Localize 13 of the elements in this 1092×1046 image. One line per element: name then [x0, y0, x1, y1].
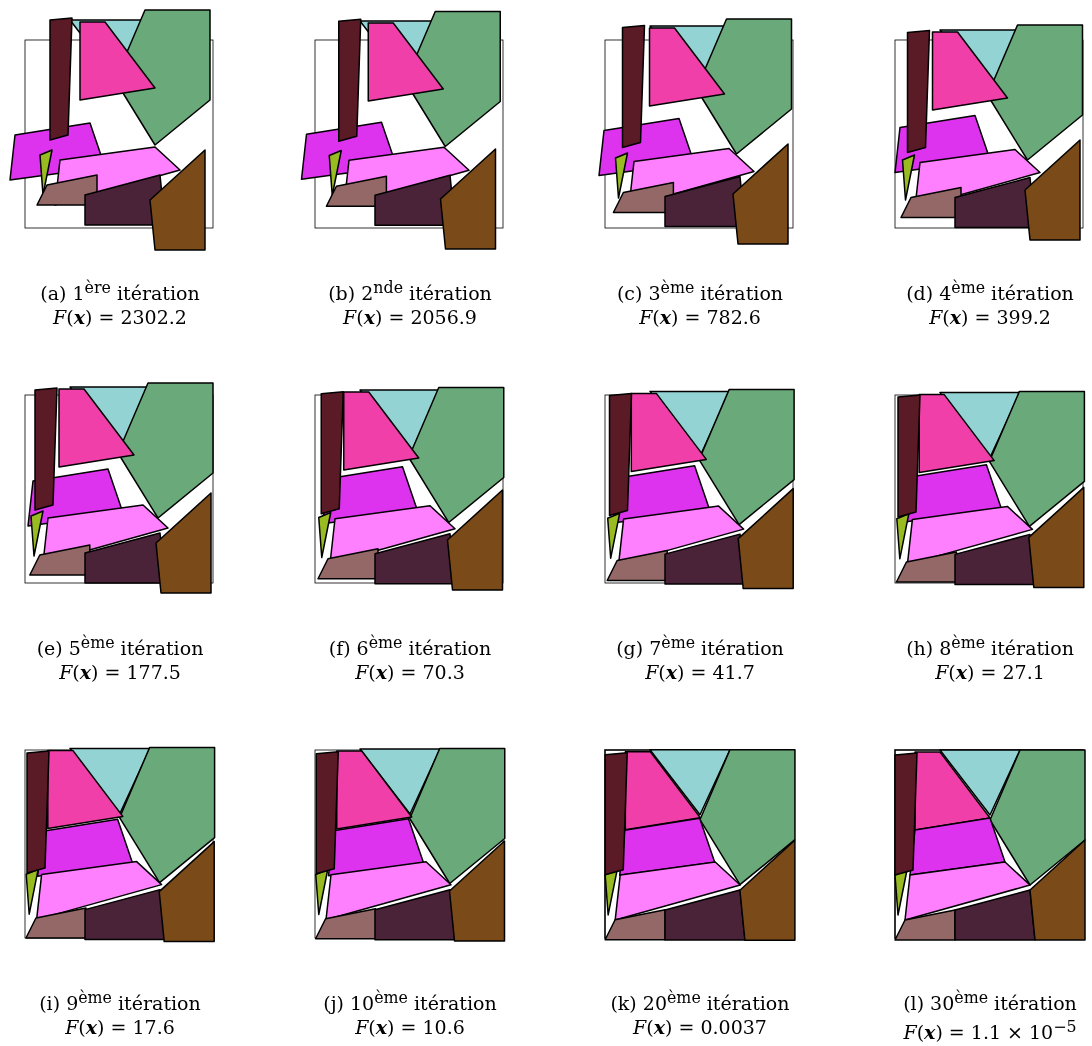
formula-text: F(x) = 70.3 — [355, 661, 465, 683]
formula-text: F(x) = 399.2 — [929, 306, 1051, 328]
caption-text: (b) 2$^{nde}$ itération — [328, 282, 492, 305]
formula-text: F(x) = 782.6 — [639, 306, 761, 328]
formula-text: F(x) = 1.1 × 10$^{−5}$ — [903, 1021, 1077, 1044]
formula-text: F(x) = 177.5 — [59, 661, 181, 683]
formula-text: F(x) = 27.1 — [935, 661, 1045, 683]
formula-text: F(x) = 17.6 — [65, 1016, 175, 1038]
formula-text: F(x) = 2056.9 — [343, 306, 477, 328]
formula-text: F(x) = 41.7 — [645, 661, 755, 683]
formula-text: F(x) = 0.0037 — [633, 1016, 767, 1038]
formula-text: F(x) = 2302.2 — [53, 306, 187, 328]
formula-text: F(x) = 10.6 — [355, 1016, 465, 1038]
